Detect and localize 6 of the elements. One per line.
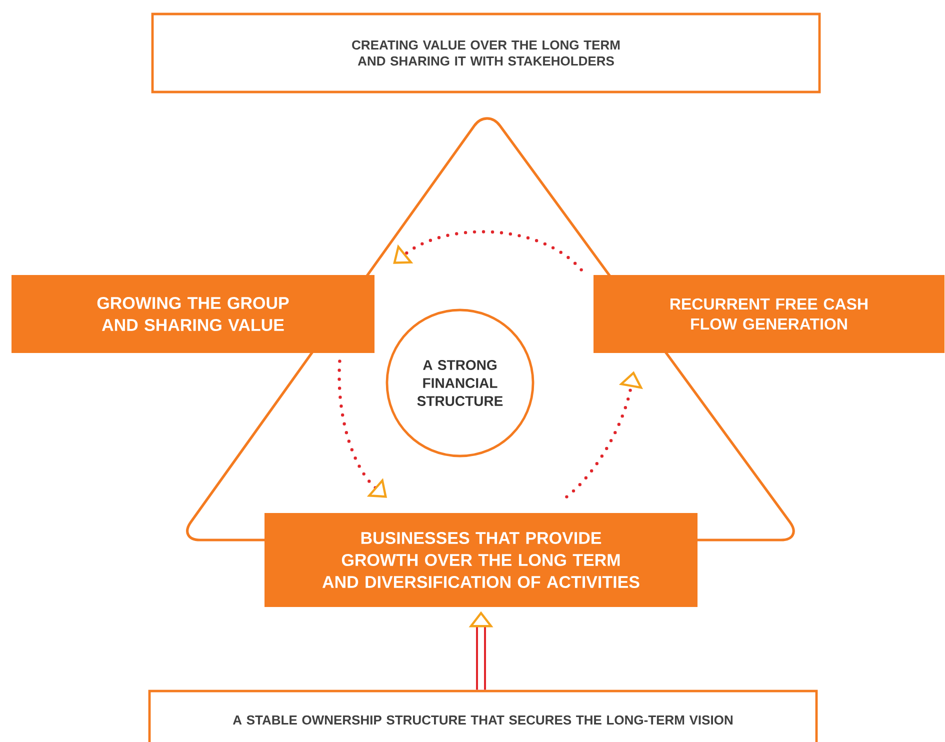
arrow: [393, 230, 583, 272]
process-box: RECURRENT FREE CASH FLOW GENERATION: [594, 275, 944, 353]
text-box: A STABLE OWNERSHIP STRUCTURE THAT SECURES THE LONG-TERM VISION: [148, 690, 818, 742]
process-box: GROWING THE GROUP AND SHARING VALUE: [12, 275, 374, 353]
text-box: CREATING VALUE OVER THE LONG TERM AND SHARING IT WITH STAKEHOLDERS: [151, 12, 821, 94]
process-box: BUSINESSES THAT PROVIDE GROWTH OVER THE LONG TERM AND DIVERSIFICATION OF ACTIVITIES: [264, 513, 698, 607]
